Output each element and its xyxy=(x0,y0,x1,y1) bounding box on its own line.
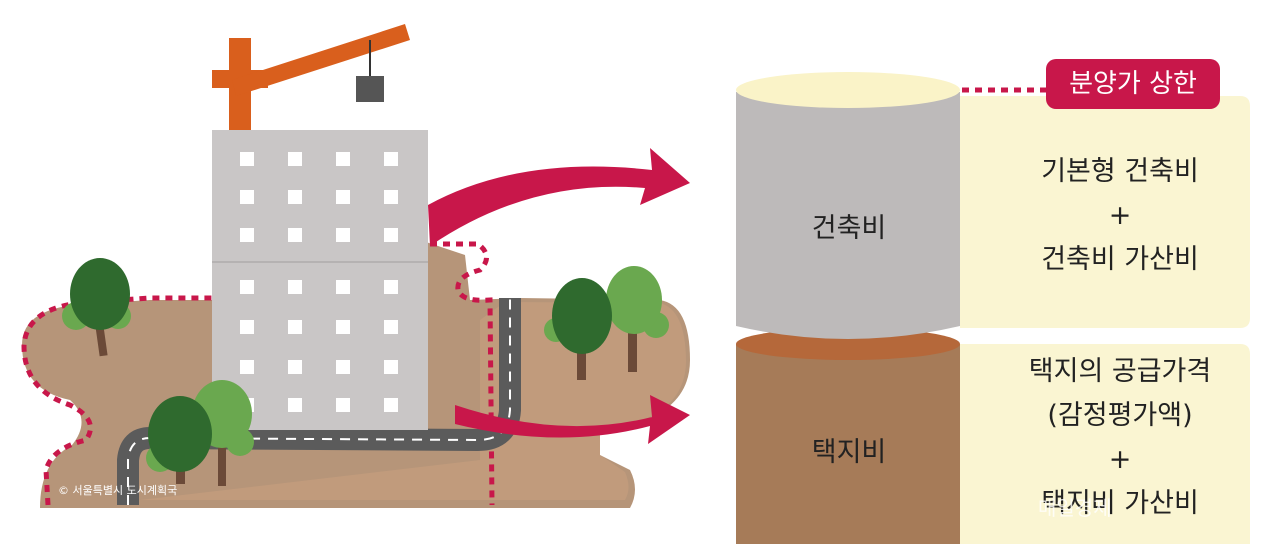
watermark: 매일경제 xyxy=(1038,496,1112,520)
building-window xyxy=(336,398,350,412)
breakdown-plus: + xyxy=(1108,200,1132,231)
building-window xyxy=(240,190,254,204)
land-cost-label: 택지비 xyxy=(811,437,887,468)
building-window xyxy=(384,228,398,242)
cylinder-land xyxy=(736,328,960,544)
building-window xyxy=(336,190,350,204)
building-window xyxy=(240,360,254,374)
boundary-dotted-line xyxy=(21,241,495,506)
image-credit: © 서울특별시 도시계획국 xyxy=(58,484,178,497)
upper-box xyxy=(960,96,1250,328)
building-window xyxy=(288,320,302,334)
building-window xyxy=(336,360,350,374)
building-window xyxy=(384,360,398,374)
building-window xyxy=(336,320,350,334)
tree-left xyxy=(62,258,131,357)
land-cost-breakdown: 택지의 공급가격 (감정평가액) + 택지비 가산비 xyxy=(962,350,1278,526)
breakdown-plus: + xyxy=(1108,444,1132,475)
building-window xyxy=(240,280,254,294)
building-window xyxy=(384,190,398,204)
building-cost-label: 건축비 xyxy=(811,213,887,244)
building-window xyxy=(384,320,398,334)
building xyxy=(212,130,428,430)
building-window xyxy=(240,152,254,166)
tree-right xyxy=(544,266,669,380)
tree-bottom-left xyxy=(146,380,254,486)
lower-box xyxy=(960,344,1250,544)
building-window xyxy=(288,228,302,242)
building-window xyxy=(288,152,302,166)
crane xyxy=(212,24,410,138)
building-window xyxy=(288,280,302,294)
road-markings xyxy=(127,298,511,505)
breakdown-line: 택지의 공급가격 xyxy=(1028,356,1212,387)
building-window xyxy=(240,320,254,334)
breakdown-line: 택지비 가산비 xyxy=(1041,488,1199,519)
cylinder-building xyxy=(736,72,960,339)
breakdown-line: (감정평가액) xyxy=(1047,400,1193,431)
building-window xyxy=(336,152,350,166)
ground-shading xyxy=(140,302,686,500)
building-window xyxy=(288,190,302,204)
building-window xyxy=(384,280,398,294)
building-window xyxy=(336,280,350,294)
arrow-to-building-cost xyxy=(428,148,690,246)
building-cost-breakdown: 기본형 건축비 + 건축비 가산비 xyxy=(962,150,1278,282)
building-window xyxy=(240,228,254,242)
breakdown-line: 건축비 가산비 xyxy=(1041,244,1199,275)
building-window xyxy=(384,152,398,166)
building-window xyxy=(384,398,398,412)
building-window xyxy=(288,360,302,374)
arrow-to-land-cost xyxy=(455,395,690,444)
building-window xyxy=(336,228,350,242)
building-window xyxy=(288,398,302,412)
breakdown-line: 기본형 건축비 xyxy=(1041,156,1199,187)
price-cap-badge: 분양가 상한 xyxy=(1046,59,1220,109)
